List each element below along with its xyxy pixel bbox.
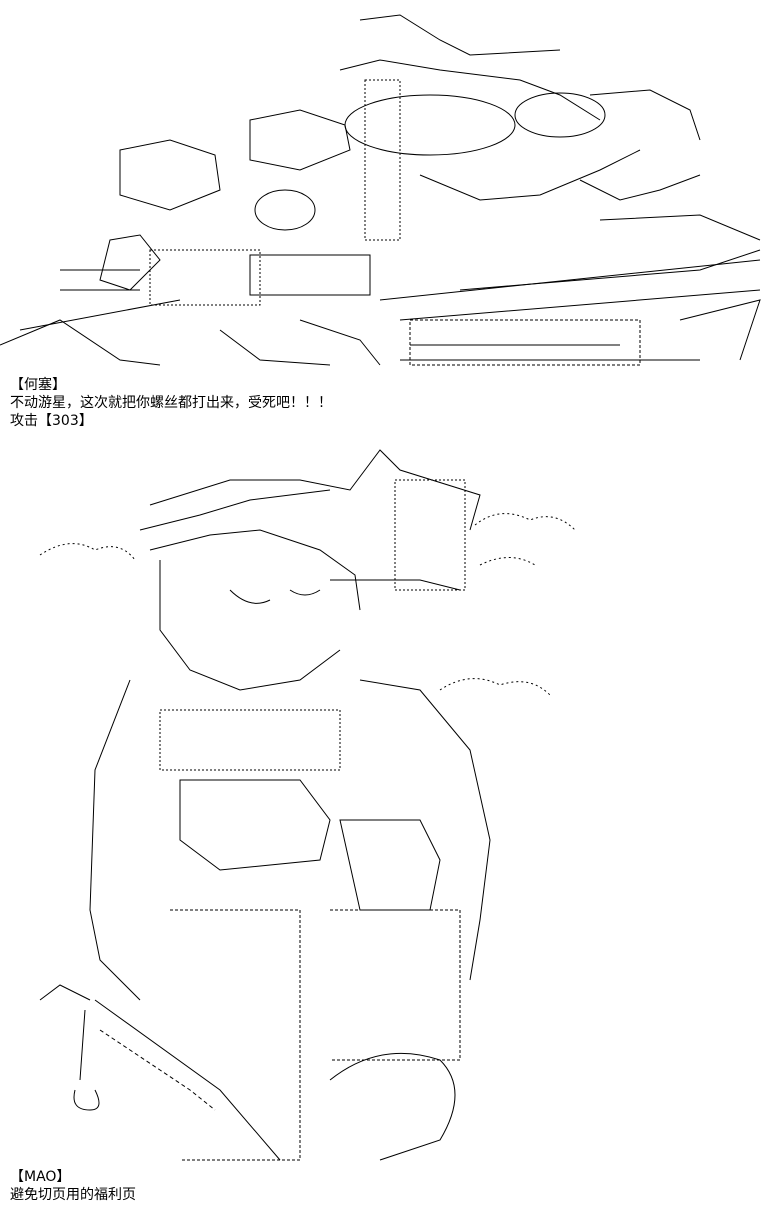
speaker-label: 【MAO】 bbox=[10, 1169, 71, 1185]
caption-bottom: 【MAO】 避免切页用的福利页 bbox=[10, 1168, 136, 1204]
caption-top: 【何塞】 不动游星，这次就把你螺丝都打出来，受死吧！！！ 攻击【303】 bbox=[10, 376, 332, 430]
speaker-label: 【何塞】 bbox=[10, 377, 66, 393]
character-ascii-art bbox=[0, 440, 784, 1168]
dialogue-line: 不动游星，这次就把你螺丝都打出来，受死吧！！！ bbox=[10, 395, 332, 411]
dialogue-line: 避免切页用的福利页 bbox=[10, 1187, 136, 1203]
robot-ascii-art bbox=[0, 0, 784, 378]
attack-value: 攻击【303】 bbox=[10, 413, 93, 429]
